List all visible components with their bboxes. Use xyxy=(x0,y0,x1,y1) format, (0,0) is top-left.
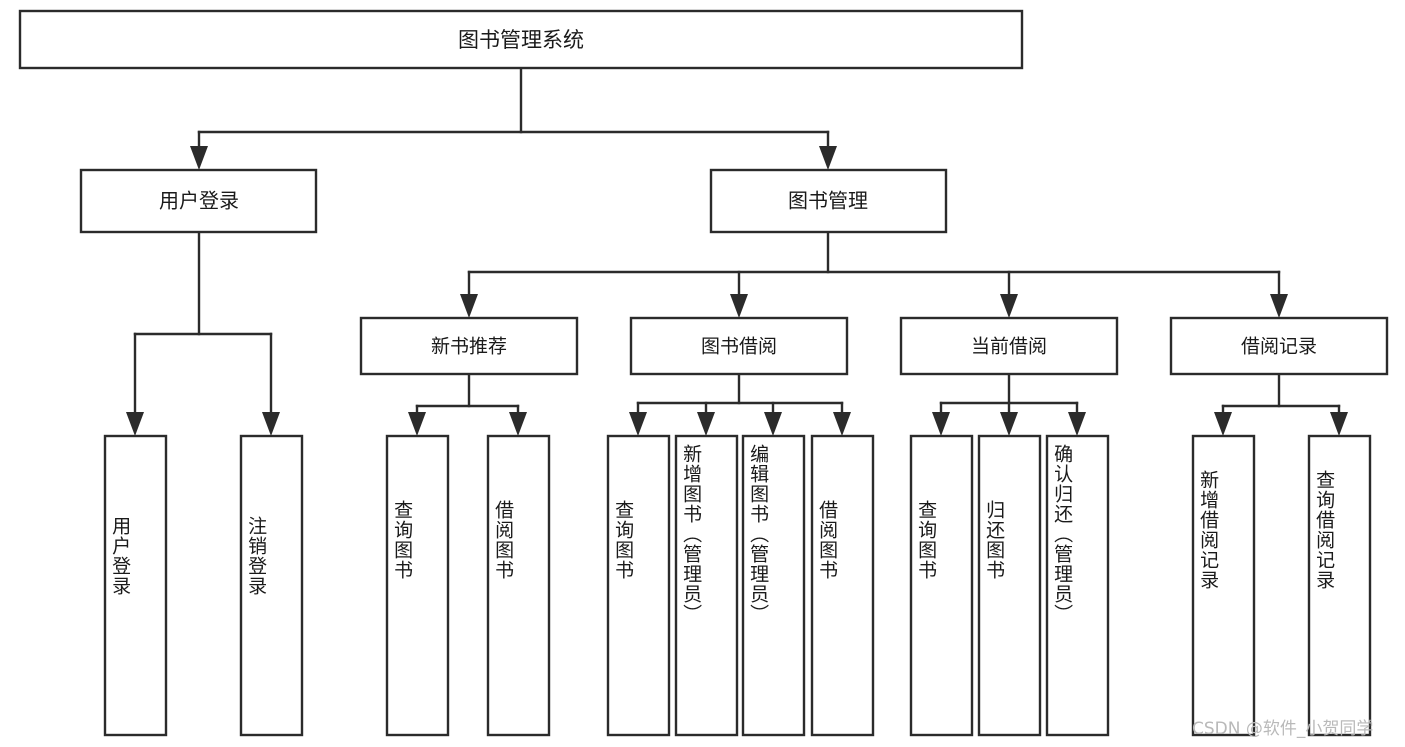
arrow-head-icon xyxy=(833,412,851,436)
arrow-head-icon xyxy=(1068,412,1086,436)
leaf-box-query-book-1[interactable] xyxy=(385,434,450,737)
leaf-box-return-book[interactable] xyxy=(977,434,1042,737)
node-label-book-management: 图书管理 xyxy=(788,189,868,213)
node-label-root: 图书管理系统 xyxy=(458,28,584,52)
arrow-head-icon xyxy=(1000,294,1018,318)
leaf-box-logout-login[interactable] xyxy=(239,434,304,737)
node-label-new-book-recommend: 新书推荐 xyxy=(431,336,507,358)
arrow-head-icon xyxy=(126,412,144,436)
node-box xyxy=(359,316,579,376)
arrow-head-icon xyxy=(1000,412,1018,436)
node-new-book-recommend[interactable]: 新书推荐 xyxy=(359,316,579,376)
node-label-book-borrow: 图书借阅 xyxy=(701,336,777,358)
node-box xyxy=(709,168,948,234)
leaf-box-borrow-book-1[interactable] xyxy=(486,434,551,737)
connector-book-borrow-to-leaves xyxy=(629,372,851,436)
node-box xyxy=(899,316,1119,376)
arrow-head-icon xyxy=(1214,412,1232,436)
leaf-box-add-record[interactable] xyxy=(1191,434,1256,737)
node-book-management[interactable]: 图书管理 xyxy=(709,168,948,234)
connector-borrow-record-to-leaves xyxy=(1214,372,1348,436)
arrow-head-icon xyxy=(262,412,280,436)
node-label-current-borrow: 当前借阅 xyxy=(971,336,1047,358)
connector-current-borrow-to-leaves xyxy=(932,372,1086,436)
arrow-head-icon xyxy=(764,412,782,436)
arrow-head-icon xyxy=(730,294,748,318)
node-book-borrow[interactable]: 图书借阅 xyxy=(629,316,849,376)
arrow-head-icon xyxy=(629,412,647,436)
arrow-head-icon xyxy=(697,412,715,436)
arrow-head-icon xyxy=(932,412,950,436)
arrow-head-icon xyxy=(1330,412,1348,436)
node-box xyxy=(79,168,318,234)
connector-new-book-recommend-to-leaves xyxy=(408,372,527,436)
arrow-head-icon xyxy=(509,412,527,436)
arrow-head-icon xyxy=(190,146,208,170)
node-box xyxy=(629,316,849,376)
leaf-box-add-book[interactable] xyxy=(674,434,739,737)
leaf-box-borrow-book-2[interactable] xyxy=(810,434,875,737)
node-borrow-record[interactable]: 借阅记录 xyxy=(1169,316,1389,376)
arrow-head-icon xyxy=(408,412,426,436)
connector-user-login-to-leaves xyxy=(126,230,280,436)
connector-root-to-level2 xyxy=(190,66,837,170)
arrow-head-icon xyxy=(460,294,478,318)
leaf-box-query-book-3[interactable] xyxy=(909,434,974,737)
leaf-box-user-login[interactable] xyxy=(103,434,168,737)
node-box xyxy=(1169,316,1389,376)
arrow-head-icon xyxy=(1270,294,1288,318)
leaf-box-query-record[interactable] xyxy=(1307,434,1372,737)
node-label-borrow-record: 借阅记录 xyxy=(1241,336,1317,358)
leaf-box-query-book-2[interactable] xyxy=(606,434,671,737)
node-box xyxy=(18,9,1024,70)
leaf-box-edit-book[interactable] xyxy=(741,434,806,737)
arrow-head-icon xyxy=(819,146,837,170)
connector-book-mgmt-to-level3 xyxy=(460,230,1288,318)
node-label-user-login: 用户登录 xyxy=(159,189,239,213)
node-current-borrow[interactable]: 当前借阅 xyxy=(899,316,1119,376)
leaf-box-confirm-return[interactable] xyxy=(1045,434,1110,737)
node-user-login[interactable]: 用户登录 xyxy=(79,168,318,234)
node-root-system[interactable]: 图书管理系统 xyxy=(18,9,1024,70)
csdn-watermark: CSDN @软件_小贺同学 xyxy=(1192,719,1374,739)
